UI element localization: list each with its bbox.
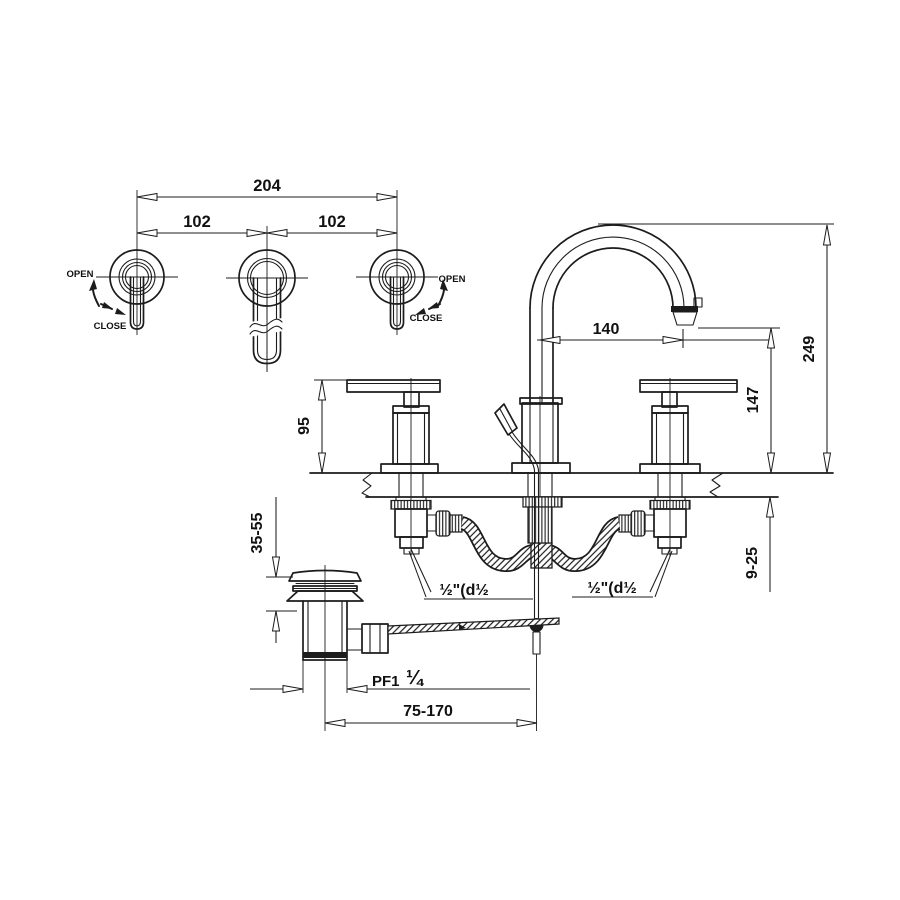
supply-hoses [459, 516, 622, 572]
dim-label-140: 140 [593, 321, 620, 338]
rod-clip [459, 624, 466, 630]
drain-tailpiece-band [303, 652, 347, 658]
thread-label-fraction: ¼ [406, 667, 425, 689]
left-handle-stem [403, 391, 420, 408]
left-hose [460, 517, 535, 571]
plan-view: 204 102 102 OPEN CLOSE [67, 177, 466, 372]
spout-mid-arc [541, 236, 685, 309]
close-label-right: CLOSE [410, 313, 443, 324]
open-arrow-left [92, 289, 100, 307]
left-handle-plan: OPEN CLOSE [67, 249, 178, 332]
right-handle-stem [661, 391, 678, 408]
spout-lock-ring [522, 496, 563, 508]
drain-plug-head [286, 569, 364, 602]
right-valve-bottom-nut [657, 536, 682, 549]
break-wave [249, 318, 283, 328]
pivot-rod [387, 617, 560, 635]
spout-front [511, 224, 703, 545]
dim-label-75-170: 75-170 [403, 703, 453, 720]
right-hose [546, 517, 621, 571]
right-valve-under-deck [618, 496, 691, 555]
right-lock-ring [649, 499, 691, 510]
dim-label-9-25: 9-25 [744, 547, 761, 579]
dimension-plug-height: 35-55 [249, 497, 297, 643]
front-view: ½"(d½ ½"(d½ 95 140 147 [296, 223, 834, 731]
close-label-left: CLOSE [94, 321, 127, 332]
dim-label-147: 147 [745, 387, 762, 414]
close-arrow-right [415, 302, 441, 315]
left-handle-flange [380, 463, 439, 474]
dimension-overall-height: 249 [598, 223, 834, 474]
right-handle-plan: OPEN CLOSE [356, 249, 466, 330]
spout-threaded-shank [527, 506, 553, 544]
horizontal-pivot-rod [387, 617, 560, 635]
spout-inner-arc [552, 247, 674, 309]
center-spout-plan [226, 249, 308, 372]
right-handle-bar [639, 379, 738, 393]
left-lock-ring [390, 499, 432, 510]
spout-outer-arc [529, 224, 697, 309]
open-label-left: OPEN [67, 269, 94, 280]
right-lever [389, 276, 405, 330]
right-handle-flange [639, 463, 701, 474]
spout-base-flange [511, 462, 571, 474]
drain-view: 35-55 PF1 ¼ 75-170 [249, 497, 560, 731]
left-lever [129, 276, 145, 330]
thread-label-prefix: PF1 [372, 673, 400, 690]
drain-seat-flange [286, 590, 364, 602]
dim-label-102-right: 102 [318, 213, 346, 231]
left-valve-port [426, 514, 437, 532]
dim-label-249: 249 [801, 336, 818, 363]
mounting-deck [309, 472, 834, 498]
hose-connection-labels: ½"(d½ ½"(d½ [408, 548, 673, 600]
spout-aerator [671, 306, 698, 312]
close-arrow-left [100, 302, 126, 315]
drain-rod-nut [361, 623, 389, 654]
dim-label-204: 204 [253, 177, 281, 195]
arrowhead [136, 192, 158, 202]
left-hose-nut [435, 510, 451, 537]
spout-tip [693, 297, 703, 308]
rod-lower-end [532, 631, 541, 655]
left-valve-under-deck [390, 496, 463, 555]
dim-label-102-left: 102 [183, 213, 211, 231]
hose-label-left: ½"(d½ [439, 582, 488, 599]
right-valve-port [644, 514, 655, 532]
right-hose-nut [630, 510, 646, 537]
deck-left-break [361, 472, 373, 498]
dimension-rod-adjust: 75-170 [324, 703, 538, 728]
dimension-deck-thickness: 9-25 [744, 496, 775, 592]
left-handle-bar [346, 379, 441, 393]
break-mask [249, 318, 283, 337]
dimension-spout-outlet-height: 147 [698, 327, 780, 474]
drain-side-port [346, 628, 363, 651]
open-label-right: OPEN [439, 274, 466, 285]
dimension-spacing-total: 204 [136, 177, 398, 202]
break-wave [249, 325, 283, 335]
dim-label-35-55: 35-55 [249, 512, 266, 553]
hose-label-right: ½"(d½ [587, 580, 636, 597]
deck-right-break [709, 472, 724, 498]
dimension-spout-reach: 140 [537, 321, 772, 348]
right-handle-front [618, 378, 738, 557]
dimension-drain-thread: PF1 ¼ [250, 667, 530, 694]
dimension-handle-height: 95 [296, 379, 350, 474]
left-handle-front [346, 378, 463, 557]
arrowhead [376, 192, 398, 202]
dimension-spacing-halves: 102 102 [136, 213, 398, 238]
left-valve-bottom-nut [399, 536, 424, 549]
drain-body [302, 600, 389, 693]
dim-label-95: 95 [296, 417, 313, 435]
drain-cap [288, 569, 362, 582]
spout-outlet [672, 311, 698, 326]
